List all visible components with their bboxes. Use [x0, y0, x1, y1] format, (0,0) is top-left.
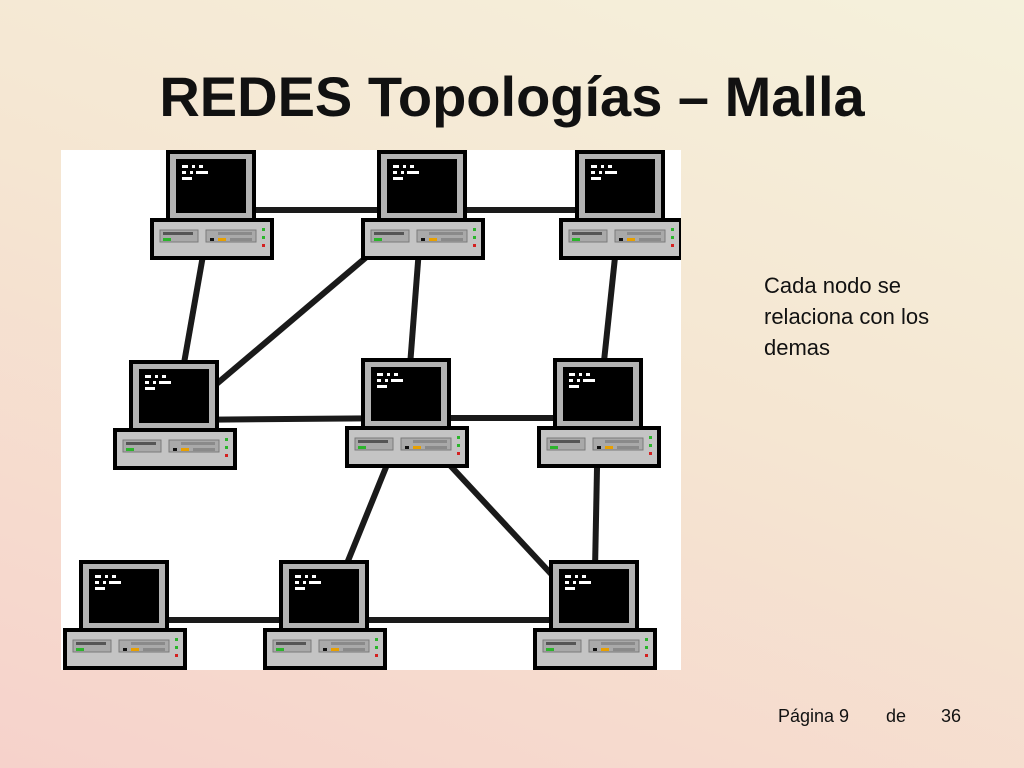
computer-node-n6	[537, 358, 661, 468]
slide-title: REDES Topologías – Malla	[159, 65, 865, 128]
mesh-topology-svg	[63, 150, 681, 670]
caption-text: Cada nodo se relaciona con los demas	[764, 273, 930, 360]
computer-node-n2	[361, 150, 485, 260]
page-number-label: Página 9	[778, 706, 850, 726]
computer-node-n7	[63, 560, 187, 670]
mesh-topology-diagram	[61, 150, 681, 670]
page-total: 36	[941, 706, 962, 726]
computer-node-n3	[559, 150, 681, 260]
nodes-layer	[63, 150, 681, 670]
computer-node-n1	[150, 150, 274, 260]
computer-node-n4	[113, 360, 237, 470]
page-of-label: de	[886, 706, 907, 726]
computer-node-n8	[263, 560, 387, 670]
computer-node-n5	[345, 358, 469, 468]
computer-node-n9	[533, 560, 657, 670]
